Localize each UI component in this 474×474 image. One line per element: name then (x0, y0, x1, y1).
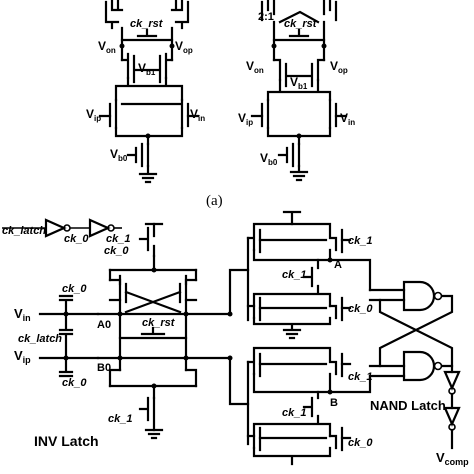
ck1-label-lower: ck_1 (348, 371, 372, 383)
von-label-a-left: Von (98, 39, 116, 55)
ck1-label-inv-bottom: ck_1 (108, 413, 132, 425)
node-b-label: B (330, 397, 338, 409)
vb1-label-a-left: Vb1 (138, 61, 156, 77)
panel-a-caption: (a) (206, 193, 223, 209)
inv-latch-title: INV Latch (34, 433, 99, 449)
ck0-label-upper: ck_0 (348, 303, 373, 315)
node-dot (271, 43, 277, 49)
switch-middle (58, 312, 74, 360)
ck-latch-label-input: ck_latch (18, 333, 62, 345)
ck1-label-upper-mid: ck_1 (282, 269, 306, 281)
vop-label-a-left: Vop (175, 39, 193, 55)
node-b0-label: B0 (97, 362, 111, 374)
ck0-label-lower: ck_0 (348, 437, 373, 449)
nand-upper-inputs (368, 288, 406, 302)
ck0-label-input-top: ck_0 (62, 283, 87, 295)
vip-label-b: Vip (14, 348, 31, 365)
vin-label-b: Vin (14, 306, 31, 323)
switch-bottom (58, 356, 74, 378)
vip-label-a-left: Vip (86, 107, 101, 123)
nand-bubble-lower (433, 361, 443, 371)
output-buffer-1 (443, 370, 461, 391)
vin-label-a-left: Vin (190, 107, 205, 123)
nand-gate-lower (402, 350, 436, 382)
ck1-label-chain: ck_1 (106, 233, 130, 245)
ratio-label: 2:1 (258, 11, 274, 23)
vb1-label-a-right: Vb1 (290, 75, 308, 91)
output-buffer-2 (443, 406, 461, 427)
ck1-label-upper: ck_1 (348, 235, 372, 247)
node-dot (169, 43, 175, 49)
nand-lower-inputs (368, 364, 406, 378)
switch-top (58, 294, 74, 316)
nand-bubble-upper (433, 291, 443, 301)
node-dot (296, 133, 302, 139)
inverter-symbol (88, 218, 111, 238)
panel-a-left-circuit: ck_rst Von Vop Vb1 Vip Vin Vb0 (86, 0, 205, 184)
vop-label-a-right: Vop (330, 59, 348, 75)
ck0-label-inv-top: ck_0 (104, 245, 129, 257)
node-dot (151, 383, 157, 389)
ck1-label-lower-mid: ck_1 (282, 407, 306, 419)
nand-latch-title: NAND Latch (370, 398, 446, 413)
vb0-label-a-right: Vb0 (260, 151, 278, 167)
ck-rst-label-a-left: ck_rst (130, 18, 164, 30)
ck-latch-label-top: ck_latch (2, 225, 46, 237)
panel-b-circuit: ck_latch ck_0 ck_1 ck_0 ck_rst A0 B0 Vin (2, 210, 469, 467)
node-dot (145, 133, 151, 139)
vb0-label-a-left: Vb0 (110, 147, 128, 163)
node-a-label: A (334, 259, 342, 271)
nand-cross-feedback (378, 294, 454, 368)
panel-a-right-circuit: 2:1 ck_rst Von Vop Vb1 Vip Vin Vb0 (238, 0, 355, 182)
node-dot (321, 43, 327, 49)
nand-gate-upper (402, 280, 436, 312)
node-dot (227, 311, 233, 317)
ck0-label-input-bottom: ck_0 (62, 377, 87, 389)
ck-rst-label-a-right: ck_rst (284, 18, 318, 30)
inverter-symbol (44, 218, 67, 238)
ck-rst-label-b: ck_rst (142, 317, 176, 329)
cross-coupling (124, 290, 182, 314)
vin-label-a-right: Vin (340, 111, 355, 127)
node-dot (151, 267, 157, 273)
node-a0-label: A0 (97, 319, 111, 331)
node-dot (119, 43, 125, 49)
von-label-a-right: Von (246, 59, 264, 75)
ck0-label-chain: ck_0 (64, 233, 89, 245)
node-dot (227, 355, 233, 361)
vcomp-label: Vcomp (436, 450, 469, 467)
vip-label-a-right: Vip (238, 111, 253, 127)
